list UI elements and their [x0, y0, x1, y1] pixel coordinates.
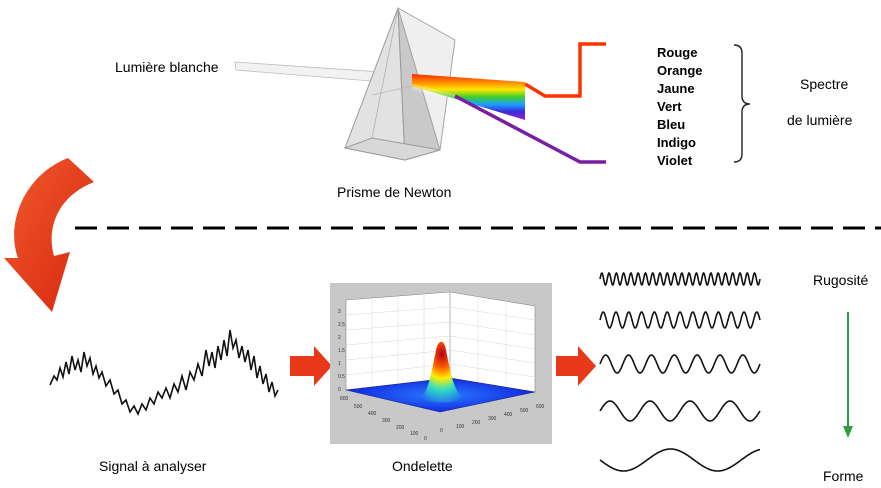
color-rouge: Rouge	[657, 45, 698, 60]
y-tick: 400	[504, 412, 513, 418]
y-tick: 600	[536, 404, 545, 410]
z-tick: 1.5	[338, 348, 345, 354]
color-jaune: Jaune	[657, 81, 695, 96]
color-orange: Orange	[657, 63, 703, 78]
x-tick: 400	[368, 411, 377, 417]
color-violet: Violet	[657, 153, 693, 168]
white-light-label: Lumière blanche	[115, 59, 219, 75]
color-vert: Vert	[657, 99, 682, 114]
curved-arrow-icon	[4, 158, 94, 312]
arrow-down-icon	[843, 426, 853, 438]
spectrum-label-line1: Spectre	[800, 76, 849, 92]
x-tick: 200	[396, 425, 405, 431]
wave-component	[599, 271, 761, 287]
wave-component	[599, 311, 761, 329]
color-indigo: Indigo	[657, 135, 696, 150]
violet-beam-line	[454, 94, 606, 164]
x-tick: 600	[340, 396, 349, 402]
y-tick: 200	[472, 420, 481, 426]
z-tick: 3	[338, 309, 341, 315]
wavelet-label: Ondelette	[392, 458, 453, 474]
spectrum-bracket	[733, 44, 751, 163]
signal-label: Signal à analyser	[99, 458, 207, 474]
arrow-right-icon	[290, 346, 332, 386]
x-tick: 500	[354, 404, 363, 410]
wave-component	[599, 400, 761, 422]
y-tick: 300	[488, 416, 497, 422]
wave-component	[599, 448, 761, 472]
rainbow-spectrum	[412, 74, 525, 120]
prism-label: Prisme de Newton	[337, 184, 452, 200]
z-tick: 2.5	[338, 322, 345, 328]
color-bleu: Bleu	[657, 117, 686, 132]
z-tick: 0.5	[338, 374, 345, 380]
x-tick: 100	[410, 431, 419, 437]
decomposed-waves	[599, 271, 761, 472]
signal-waveform	[49, 329, 279, 416]
x-tick: 300	[382, 418, 391, 424]
red-beam-line	[524, 42, 606, 98]
wavelet-plot: 3 2.5 2 1.5 1 0.5 0 600 500 400 300 200 …	[330, 283, 552, 444]
roughness-label: Rugosité	[813, 272, 869, 288]
prism-illustration	[234, 6, 525, 161]
spectrum-color-list: Rouge Orange Jaune Vert Bleu Indigo Viol…	[657, 44, 703, 170]
arrow-right-icon	[556, 346, 596, 386]
y-tick: 100	[456, 424, 465, 430]
y-tick: 0	[440, 428, 443, 434]
z-tick: 2	[338, 335, 341, 341]
z-tick: 0	[338, 387, 341, 393]
spectrum-label-line2: de lumière	[787, 112, 853, 128]
y-tick: 500	[520, 408, 529, 414]
form-label: Forme	[823, 468, 864, 484]
x-tick: 0	[424, 436, 427, 442]
wave-component	[599, 354, 761, 374]
z-tick: 1	[338, 361, 341, 367]
